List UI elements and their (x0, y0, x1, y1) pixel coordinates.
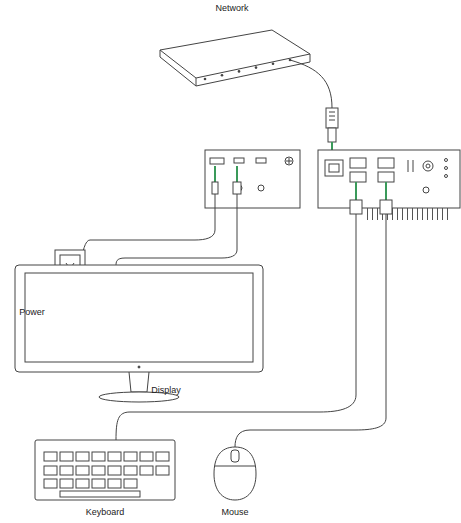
device-label: Network (215, 4, 248, 14)
router-led (221, 74, 224, 77)
keyboard-key (60, 466, 73, 475)
client-rear-panel (318, 150, 460, 220)
rj45-plug (326, 108, 338, 142)
keyboard-key (44, 479, 57, 488)
keyboard-key (140, 452, 153, 461)
keyboard-key (92, 479, 105, 488)
router-led (255, 66, 258, 69)
client-front-panel (205, 150, 300, 208)
keyboard-key (92, 466, 105, 475)
keyboard-key (92, 452, 105, 461)
keyboard-key (76, 479, 89, 488)
mouse (214, 447, 256, 500)
keyboard-key (156, 452, 169, 461)
keyboard-key (76, 452, 89, 461)
router-led (204, 78, 207, 81)
device-label: Keyboard (86, 508, 125, 518)
keyboard-key (108, 479, 121, 488)
keyboard-key (124, 452, 137, 461)
router-led (238, 70, 241, 73)
keyboard-spacebar (60, 491, 140, 497)
keyboard-key (108, 452, 121, 461)
keyboard-key (44, 452, 57, 461)
network-cable (290, 60, 332, 108)
keyboard-key (60, 479, 73, 488)
network-router (160, 30, 310, 86)
keyboard-key (44, 466, 57, 475)
device-label: Display (151, 386, 181, 396)
keyboard-key (156, 466, 169, 475)
device-label: Power (19, 308, 45, 318)
router-led (272, 63, 275, 66)
keyboard-key (124, 466, 137, 475)
keyboard (35, 440, 175, 500)
keyboard-key (140, 466, 153, 475)
keyboard-key (108, 466, 121, 475)
device-label: Mouse (221, 508, 248, 518)
display-cable (116, 194, 237, 266)
keyboard-key (124, 479, 137, 488)
monitor (15, 265, 263, 402)
keyboard-key (60, 452, 73, 461)
keyboard-key (76, 466, 89, 475)
